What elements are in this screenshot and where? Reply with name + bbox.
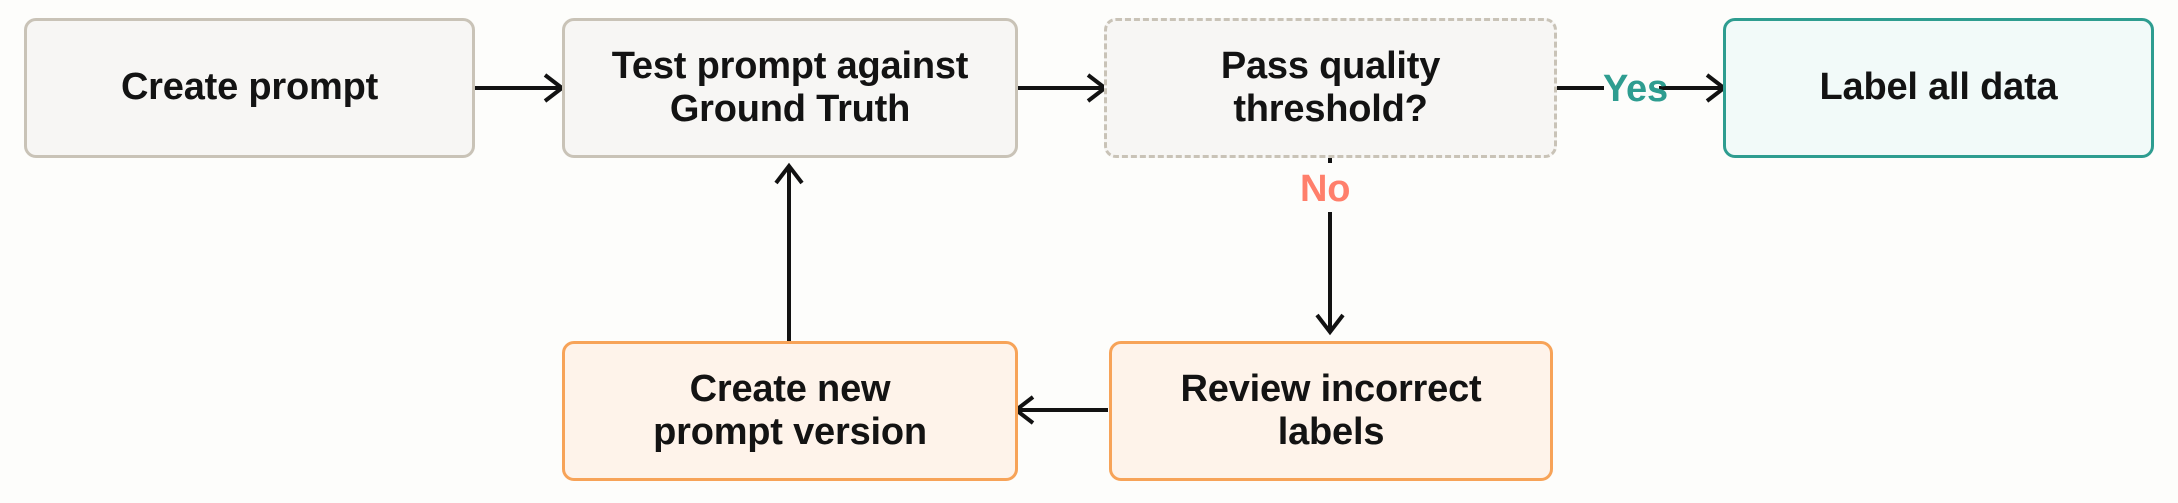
edge-create-new-version-to-test-prompt [774,162,804,341]
node-pass-quality-threshold[interactable]: Pass quality threshold? [1104,18,1557,158]
node-test-prompt-against-ground-truth[interactable]: Test prompt against Ground Truth [562,18,1018,158]
node-label-all-data[interactable]: Label all data [1723,18,2154,158]
edge-label-no: No [1300,168,1351,210]
edge-create-prompt-to-test-prompt [475,73,566,103]
edge-test-prompt-to-pass-quality [1018,73,1109,103]
edge-label-yes: Yes [1603,68,1668,110]
node-create-prompt[interactable]: Create prompt [24,18,475,158]
node-review-incorrect-labels[interactable]: Review incorrect labels [1109,341,1553,481]
node-create-new-prompt-version[interactable]: Create new prompt version [562,341,1018,481]
edge-review-labels-to-create-new-version [1012,395,1108,425]
